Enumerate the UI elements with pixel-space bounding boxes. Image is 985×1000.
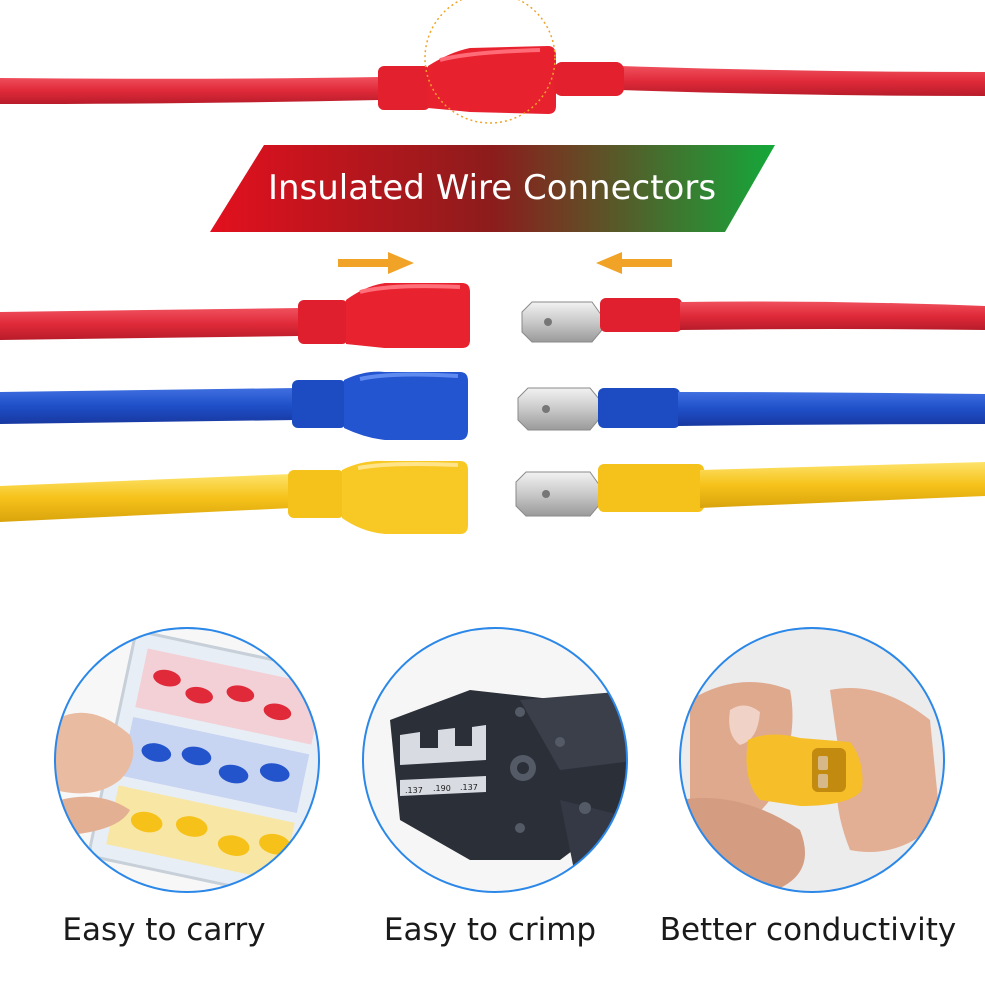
connected-red-wire	[0, 46, 985, 114]
feature-circle-crimp: .137 .190 .137	[362, 627, 628, 893]
crimper-marking-3: .137	[460, 783, 478, 792]
arrow-right-icon	[338, 252, 414, 274]
connector-kit-box-icon	[55, 631, 319, 892]
yellow-female-connector	[0, 460, 468, 534]
feature-caption-crimp: Easy to crimp	[383, 912, 597, 948]
blue-male-connector	[517, 387, 985, 431]
feature-caption-carry: Easy to carry	[62, 912, 266, 948]
title-banner: Insulated Wire Connectors	[210, 145, 775, 232]
red-male-connector	[521, 298, 985, 343]
fingers-holding-connector-icon	[680, 682, 940, 892]
crimper-marking-2: .190	[433, 784, 451, 793]
crimper-marking-1: .137	[405, 786, 423, 795]
arrow-left-icon	[596, 252, 672, 274]
feature-caption-conductivity: Better conductivity	[659, 912, 957, 948]
zoom-highlight-circle	[424, 0, 556, 124]
crimping-tool-icon: .137 .190 .137	[390, 690, 627, 892]
banner-title: Insulated Wire Connectors	[268, 168, 716, 208]
red-female-connector	[0, 283, 470, 348]
yellow-male-connector	[515, 462, 985, 517]
feature-circle-conductivity	[679, 627, 945, 893]
blue-female-connector	[0, 371, 468, 440]
feature-circle-carry	[54, 627, 320, 893]
